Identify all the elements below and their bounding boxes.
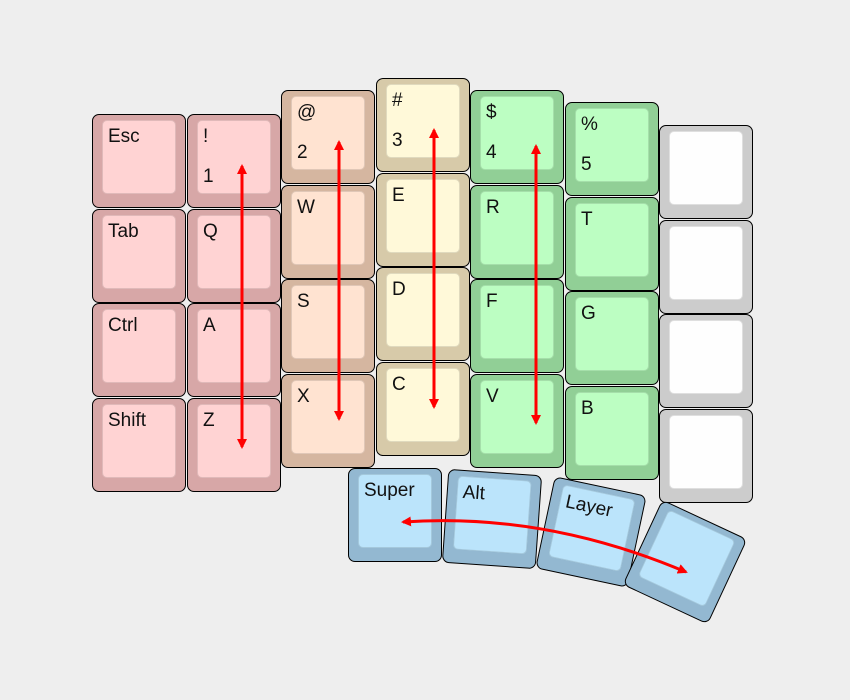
key-legend-primary: V	[486, 386, 499, 407]
keycap-top	[102, 309, 176, 383]
key-legend-primary: Esc	[108, 126, 140, 147]
thumb-key-super: Super	[348, 468, 442, 562]
key-legend-primary: Ctrl	[108, 315, 138, 336]
keycap-top	[480, 96, 554, 170]
key-sym5: %5	[565, 102, 659, 196]
keycap-top	[291, 285, 365, 359]
keycap-top	[575, 108, 649, 182]
keycap-top	[669, 226, 743, 300]
key-ctrl: Ctrl	[92, 303, 186, 397]
key-legend-primary: Shift	[108, 410, 147, 431]
key-legend-primary: $	[486, 102, 497, 123]
keycap-top	[386, 84, 460, 158]
keycap-top	[291, 191, 365, 265]
key-legend-secondary: 5	[581, 154, 592, 175]
key-legend-secondary: 4	[486, 142, 497, 163]
key-r: R	[470, 185, 564, 279]
keycap-top	[197, 120, 271, 194]
keycap-top	[575, 203, 649, 277]
keycap-top	[575, 392, 649, 466]
key-w: W	[281, 185, 375, 279]
key-legend-primary: Tab	[108, 221, 139, 242]
key-tab: Tab	[92, 209, 186, 303]
key-a: A	[187, 303, 281, 397]
keycap-top	[386, 179, 460, 253]
key-sym2: @2	[281, 90, 375, 184]
keycap-top	[637, 509, 736, 608]
key-legend-primary: W	[297, 197, 315, 218]
keycap-top	[102, 120, 176, 194]
key-e: E	[376, 173, 470, 267]
key-q: Q	[187, 209, 281, 303]
key-blank63	[659, 409, 753, 503]
key-g: G	[565, 291, 659, 385]
key-sym4: $4	[470, 90, 564, 184]
keycap-top	[291, 380, 365, 454]
key-x: X	[281, 374, 375, 468]
key-legend-secondary: 1	[203, 166, 214, 187]
key-blank61	[659, 220, 753, 314]
key-v: V	[470, 374, 564, 468]
key-c: C	[376, 362, 470, 456]
key-legend-primary: Z	[203, 410, 215, 431]
key-legend-primary: %	[581, 114, 598, 135]
key-blank60	[659, 125, 753, 219]
keycap-top	[669, 320, 743, 394]
keycap-top	[102, 215, 176, 289]
keycap-top	[197, 309, 271, 383]
key-legend-primary: S	[297, 291, 310, 312]
key-legend-secondary: 2	[297, 142, 308, 163]
keycap-top	[480, 191, 554, 265]
key-legend-primary: #	[392, 90, 403, 111]
keycap-top	[669, 131, 743, 205]
key-esc: Esc	[92, 114, 186, 208]
key-sym3: #3	[376, 78, 470, 172]
keycap-top	[102, 404, 176, 478]
keycap-top	[386, 368, 460, 442]
key-blank62	[659, 314, 753, 408]
key-legend-primary: A	[203, 315, 216, 336]
keycap-top	[575, 297, 649, 371]
key-legend-primary: Q	[203, 221, 218, 242]
keycap-top	[197, 215, 271, 289]
key-legend-primary: B	[581, 398, 594, 419]
keycap-top	[480, 380, 554, 454]
key-legend-secondary: 3	[392, 130, 403, 151]
key-legend-primary: T	[581, 209, 593, 230]
key-legend-primary: @	[297, 102, 317, 123]
key-t: T	[565, 197, 659, 291]
key-legend-primary: Alt	[462, 481, 486, 505]
key-legend-primary: F	[486, 291, 498, 312]
keycap-top	[197, 404, 271, 478]
key-legend-primary: E	[392, 185, 405, 206]
key-legend-primary: Super	[364, 480, 415, 501]
key-b: B	[565, 386, 659, 480]
key-legend-primary: !	[203, 126, 209, 147]
keycap-top	[386, 273, 460, 347]
key-f: F	[470, 279, 564, 373]
thumb-key-alt: Alt	[441, 468, 543, 570]
key-legend-primary: G	[581, 303, 596, 324]
key-legend-primary: X	[297, 386, 310, 407]
key-s: S	[281, 279, 375, 373]
keycap-top	[480, 285, 554, 359]
key-shift: Shift	[92, 398, 186, 492]
keycap-top	[669, 415, 743, 489]
key-sym1: !1	[187, 114, 281, 208]
keycap-top	[291, 96, 365, 170]
key-z: Z	[187, 398, 281, 492]
key-legend-primary: R	[486, 197, 500, 218]
key-legend-primary: C	[392, 374, 406, 395]
key-legend-primary: D	[392, 279, 406, 300]
key-d: D	[376, 267, 470, 361]
